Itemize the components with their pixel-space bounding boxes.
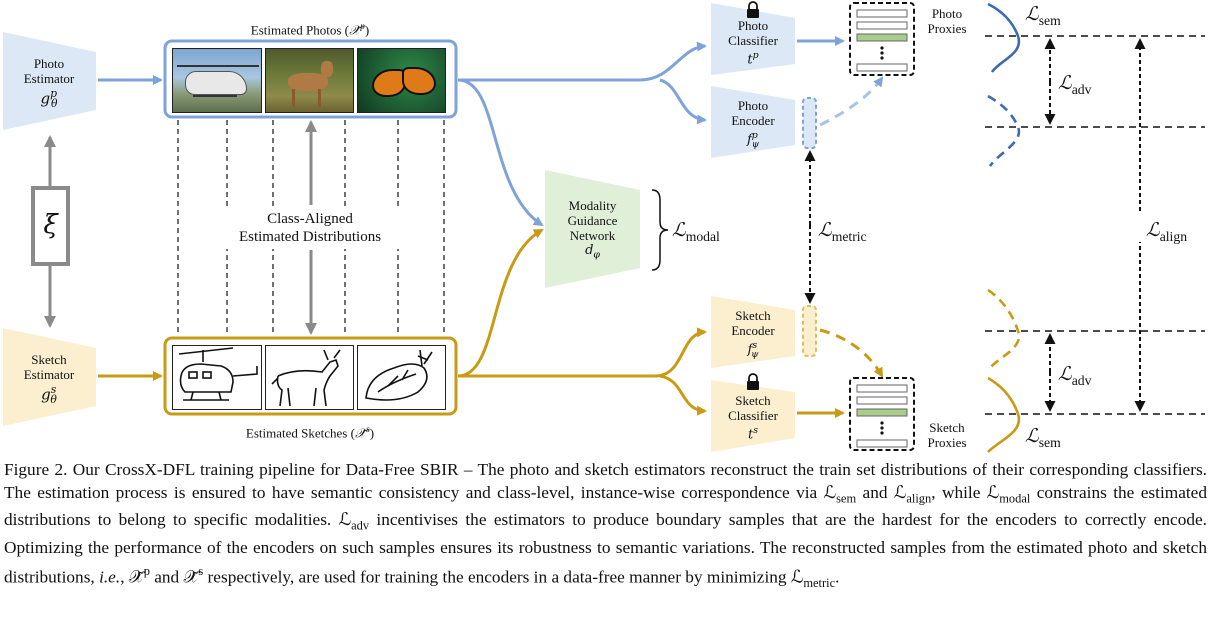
photo-embedding-to-proxies <box>819 76 884 127</box>
photo-adv-curve <box>987 94 1021 167</box>
photo-estimator-label: Photo Estimator gpθ <box>23 56 75 111</box>
pipeline-figure: Photo Estimator gpθ Sketch Estimator gsθ… <box>3 1 1205 453</box>
sketch-encoder-block <box>711 296 795 368</box>
sketch-sem-curve <box>987 376 1021 453</box>
sketch-to-classifier-path <box>659 374 707 416</box>
modality-brace <box>651 189 669 271</box>
photo-embedding <box>802 97 817 149</box>
sketch-embedding <box>802 305 817 357</box>
photo-estimator-block <box>3 32 96 130</box>
loss-metric-label: ℒmetric <box>818 219 867 244</box>
sketch-classifier-lock-icon <box>747 373 759 390</box>
loss-sem-bottom-label: ℒsem <box>1025 425 1061 450</box>
photo-deer-image <box>265 48 354 113</box>
sketch-butterfly-image <box>357 345 446 410</box>
estimated-sketches-label: Estimated Sketches (𝒳̃s) <box>245 425 375 442</box>
noise-box <box>31 186 70 266</box>
photo-helicopter-image <box>172 48 262 113</box>
modality-network-label: Modality Guidance Network dφ <box>567 198 618 261</box>
photo-classifier-block <box>711 3 795 75</box>
loss-sem-top-label: ℒsem <box>1025 3 1061 28</box>
photo-classifier-lock-icon <box>747 1 759 18</box>
photo-encoder-label: Photo Encoder fpψ <box>731 98 775 150</box>
sketch-encoder-label: Sketch Encoder fsψ <box>731 308 775 360</box>
sketch-helicopter-image <box>172 345 262 410</box>
photo-butterfly-image <box>357 48 446 113</box>
figure-caption: Figure 2. Our CrossX-DFL training pipeli… <box>4 460 1207 590</box>
photo-to-classifier-path <box>458 41 707 82</box>
sketch-to-encoder-path <box>458 327 707 378</box>
noise-symbol: ξ <box>43 210 58 240</box>
sketch-proxies-label: Sketch Proxies <box>927 420 967 450</box>
photo-to-modality-path <box>457 78 544 227</box>
sketch-deer-image <box>265 345 354 410</box>
class-aligned-label: Class-Aligned Estimated Distributions <box>238 211 382 245</box>
loss-adv-top-label: ℒadv <box>1058 72 1092 97</box>
sketch-classifier-label: Sketch Classifier ts <box>728 393 778 443</box>
loss-modal-label: ℒmodal <box>672 219 720 244</box>
reference-lines <box>985 35 1205 415</box>
sketch-embedding-to-proxies <box>819 328 884 378</box>
photo-proxies-box <box>849 2 915 76</box>
sketch-proxies-box <box>849 377 915 451</box>
sketch-estimator-block <box>3 328 96 426</box>
photo-sem-curve <box>987 2 1021 73</box>
modality-network-block <box>545 170 640 288</box>
photo-to-encoder-path <box>659 78 707 125</box>
photo-classifier-label: Photo Classifier tp <box>728 18 778 68</box>
sketch-classifier-block <box>711 380 795 452</box>
sketch-estimator-label: Sketch Estimator gsθ <box>23 352 75 407</box>
estimated-photos-label: Estimated Photos (𝒳̃p) <box>250 22 370 39</box>
photo-encoder-block <box>711 86 795 158</box>
sketch-adv-curve <box>987 288 1021 369</box>
loss-align-label: ℒalign <box>1146 219 1188 244</box>
photo-proxies-label: Photo Proxies <box>927 6 967 36</box>
loss-adv-bottom-label: ℒadv <box>1058 363 1092 388</box>
sketch-to-modality-path <box>457 228 544 378</box>
